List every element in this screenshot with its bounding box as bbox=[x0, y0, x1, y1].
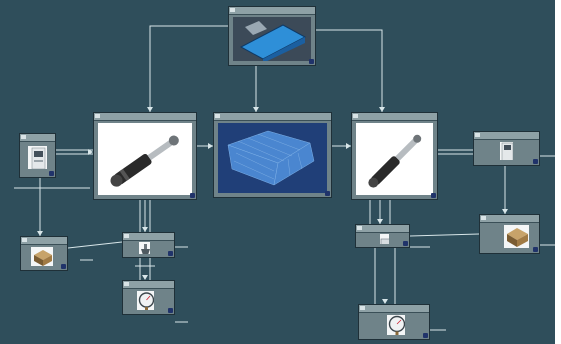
node-header bbox=[21, 237, 67, 245]
wire-arrow bbox=[142, 227, 148, 232]
node-type-icon bbox=[215, 114, 220, 118]
node-type-icon bbox=[353, 114, 358, 118]
node-corner-icon bbox=[423, 333, 428, 338]
pressure-gauge-icon bbox=[388, 315, 405, 335]
node-type-icon bbox=[360, 306, 365, 310]
node-corner-icon bbox=[431, 193, 436, 198]
node-center-mesh[interactable] bbox=[213, 112, 332, 198]
node-header bbox=[214, 113, 331, 121]
node-type-icon bbox=[124, 282, 129, 286]
actuator-cylinder-icon bbox=[368, 134, 422, 188]
valve-preview bbox=[139, 242, 150, 254]
node-left-valve[interactable] bbox=[122, 232, 175, 258]
node-left-display[interactable] bbox=[19, 133, 56, 178]
box-component-icon bbox=[34, 250, 52, 266]
node-header bbox=[356, 225, 409, 233]
node-corner-icon bbox=[61, 264, 66, 269]
wire-top-right bbox=[316, 29, 383, 112]
wire-arrow bbox=[37, 231, 43, 236]
wire-arrow bbox=[253, 107, 259, 112]
node-corner-icon bbox=[533, 247, 538, 252]
wire-arrow bbox=[208, 143, 213, 149]
node-type-icon bbox=[124, 234, 129, 238]
actuator-preview bbox=[356, 123, 433, 195]
display-unit-icon bbox=[501, 142, 513, 160]
wire-router-rbox bbox=[409, 233, 480, 237]
node-corner-icon bbox=[533, 159, 538, 164]
mesh-preview bbox=[218, 123, 327, 193]
node-corner-icon bbox=[403, 241, 408, 246]
node-header bbox=[474, 132, 539, 140]
router-block-icon bbox=[380, 238, 389, 244]
wire-top-left bbox=[149, 25, 228, 112]
display-unit-icon bbox=[31, 147, 46, 169]
mesh-render-icon bbox=[218, 123, 327, 193]
wire-arrow bbox=[346, 143, 351, 149]
node-left-gauge[interactable] bbox=[122, 280, 175, 315]
node-type-icon bbox=[95, 114, 100, 118]
node-top-render[interactable] bbox=[228, 6, 316, 66]
node-right-box[interactable] bbox=[479, 214, 540, 254]
pressure-gauge-icon bbox=[138, 292, 154, 310]
node-type-icon bbox=[475, 133, 480, 137]
wire-arrow bbox=[142, 275, 148, 280]
node-header bbox=[480, 215, 539, 223]
gauge-preview bbox=[387, 315, 405, 335]
node-bottom-gauge[interactable] bbox=[358, 304, 430, 340]
node-type-icon bbox=[22, 238, 27, 242]
node-header bbox=[20, 134, 55, 142]
valve-icon bbox=[141, 244, 150, 254]
wire-arrow bbox=[382, 299, 388, 304]
node-corner-icon bbox=[168, 308, 173, 313]
actuator-preview bbox=[98, 123, 192, 195]
node-corner-icon bbox=[190, 193, 195, 198]
node-corner-icon bbox=[49, 171, 54, 176]
node-header bbox=[352, 113, 437, 121]
actuator-cylinder-icon bbox=[110, 135, 179, 187]
node-corner-icon bbox=[325, 191, 330, 196]
box-component-icon bbox=[507, 228, 528, 247]
node-right-router[interactable] bbox=[355, 224, 410, 248]
node-corner-icon bbox=[309, 59, 314, 64]
node-left-actuator[interactable] bbox=[93, 112, 197, 200]
node-right-actuator[interactable] bbox=[351, 112, 438, 200]
render-preview bbox=[233, 17, 311, 61]
router-preview bbox=[380, 234, 389, 244]
node-right-display[interactable] bbox=[473, 131, 540, 166]
gauge-preview bbox=[137, 291, 154, 310]
box-preview bbox=[31, 247, 53, 266]
wire-arrow bbox=[147, 107, 153, 112]
wire-box-valve bbox=[67, 241, 123, 249]
node-type-icon bbox=[230, 8, 235, 12]
node-header bbox=[229, 7, 315, 15]
node-type-icon bbox=[481, 216, 486, 220]
node-type-icon bbox=[357, 226, 362, 230]
wire-arrow bbox=[379, 107, 385, 112]
blue-render-preview-icon bbox=[233, 17, 311, 61]
node-header bbox=[123, 281, 174, 289]
display-preview bbox=[28, 146, 47, 169]
wire-arrow bbox=[377, 219, 383, 224]
wire-arrow bbox=[88, 149, 93, 155]
node-header bbox=[94, 113, 196, 121]
box-preview bbox=[504, 225, 529, 248]
node-corner-icon bbox=[168, 251, 173, 256]
display-preview bbox=[500, 142, 513, 160]
node-type-icon bbox=[21, 135, 26, 139]
node-header bbox=[123, 233, 174, 241]
node-header bbox=[359, 305, 429, 313]
wire-arrow bbox=[502, 209, 508, 214]
node-left-box[interactable] bbox=[20, 236, 68, 271]
